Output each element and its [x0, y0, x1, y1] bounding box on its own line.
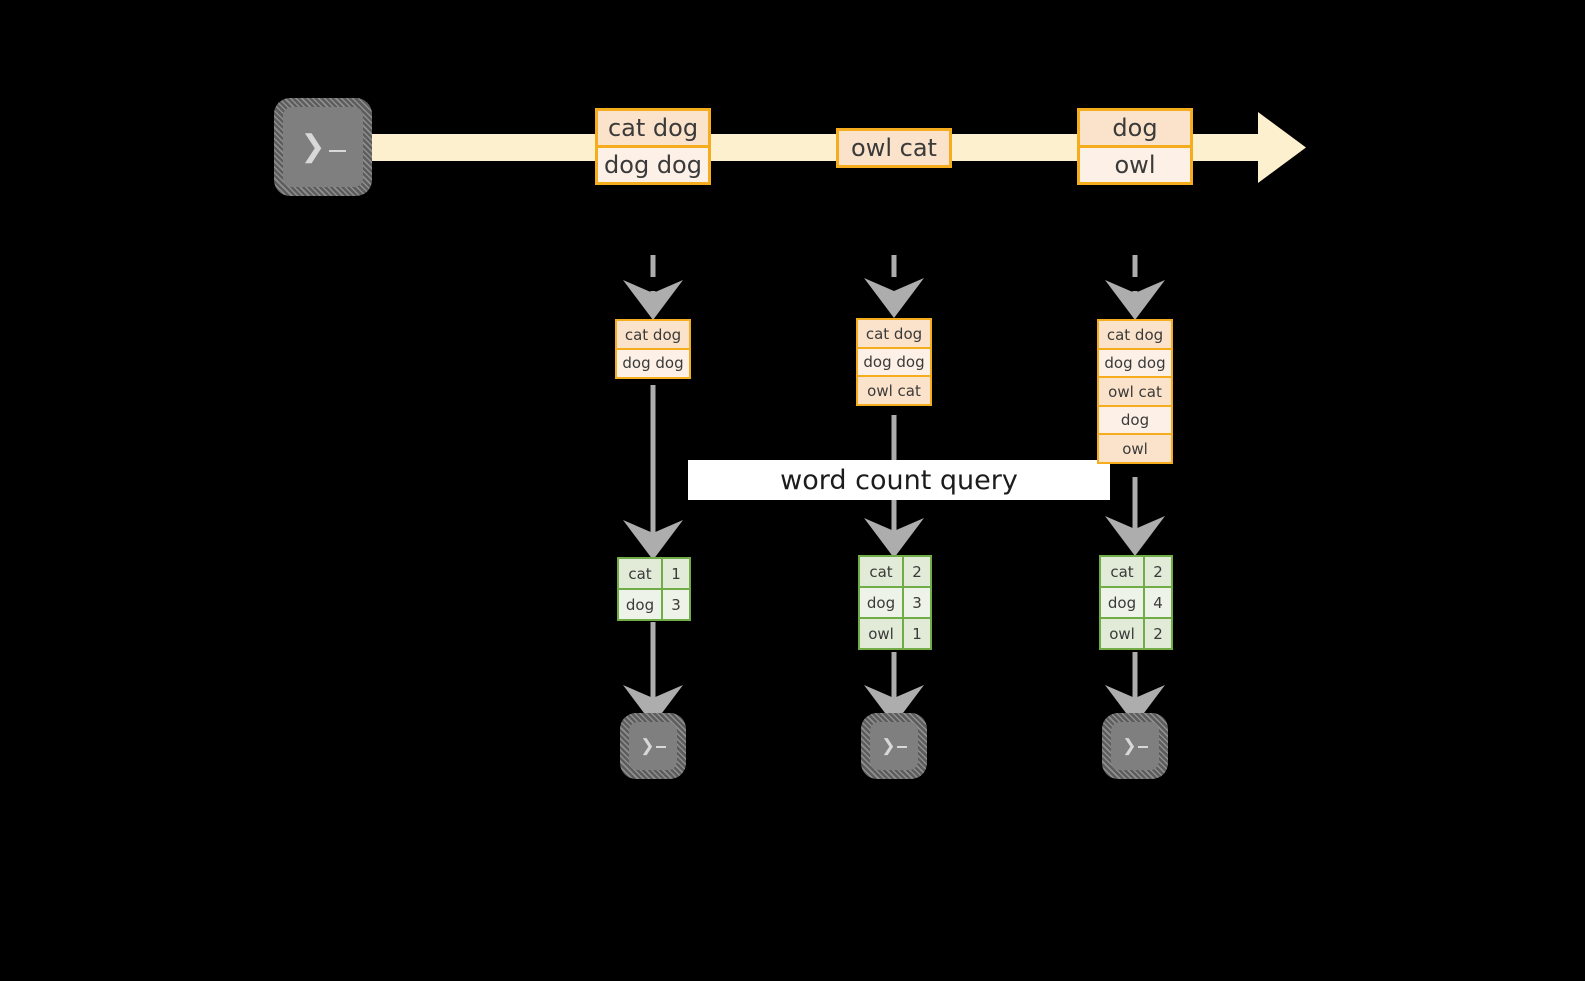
stream-group-3: dog owl	[1077, 108, 1193, 185]
terminal-prompt-glyph: ❯	[881, 737, 907, 755]
result-word: cat	[858, 555, 904, 588]
snapshot-stack-3: cat dog dog dog owl cat dog owl	[1097, 319, 1173, 464]
terminal-prompt-glyph: ❯	[640, 737, 666, 755]
result-count: 3	[661, 588, 691, 621]
result-count: 1	[902, 617, 932, 650]
terminal-body: ❯	[1111, 722, 1159, 770]
terminal-body: ❯	[629, 722, 677, 770]
result-word: cat	[617, 557, 663, 590]
snapshot-record: owl cat	[856, 375, 932, 406]
sink-arrows	[623, 622, 1165, 725]
table-row: owl 1	[858, 617, 932, 650]
table-row: dog 3	[617, 588, 691, 621]
stream-record: cat dog	[595, 108, 711, 148]
snapshot-record: dog dog	[615, 347, 691, 379]
result-word: dog	[858, 586, 904, 619]
result-word: dog	[617, 588, 663, 621]
terminal-prompt-glyph: ❯	[1122, 737, 1148, 755]
result-count: 2	[902, 555, 932, 588]
table-row: cat 1	[617, 557, 691, 590]
snapshot-stack-1: cat dog dog dog	[615, 319, 691, 379]
snapshot-record: owl cat	[1097, 376, 1173, 407]
table-row: owl 2	[1099, 617, 1173, 650]
snapshot-stack-2: cat dog dog dog owl cat	[856, 318, 932, 406]
sink-terminal-1-icon: ❯	[620, 713, 686, 779]
sink-terminal-2-icon: ❯	[861, 713, 927, 779]
result-table-3: cat 2 dog 4 owl 2	[1099, 555, 1173, 650]
table-row: cat 2	[1099, 555, 1173, 588]
result-table-2: cat 2 dog 3 owl 1	[858, 555, 932, 650]
terminal-prompt-glyph: ❯	[300, 132, 346, 162]
result-table-1: cat 1 dog 3	[617, 557, 691, 621]
word-count-query-text: word count query	[780, 464, 1018, 496]
table-row: cat 2	[858, 555, 932, 588]
terminal-body: ❯	[283, 107, 363, 187]
snapshot-record: dog dog	[856, 346, 932, 378]
snapshot-record: owl	[1097, 433, 1173, 464]
result-count: 4	[1143, 586, 1173, 619]
result-count: 3	[902, 586, 932, 619]
sink-terminal-3-icon: ❯	[1102, 713, 1168, 779]
snapshot-record: dog dog	[1097, 347, 1173, 379]
result-word: owl	[858, 617, 904, 650]
result-count: 2	[1143, 555, 1173, 588]
stream-record: owl	[1077, 145, 1193, 185]
result-count: 2	[1143, 617, 1173, 650]
snapshot-dashed-arrows	[623, 255, 1165, 320]
result-word: dog	[1099, 586, 1145, 619]
table-row: dog 3	[858, 586, 932, 619]
word-count-query-label: word count query	[688, 460, 1110, 500]
stream-record: owl cat	[836, 128, 952, 168]
stream-group-1: cat dog dog dog	[595, 108, 711, 185]
terminal-body: ❯	[870, 722, 918, 770]
snapshot-record: dog	[1097, 404, 1173, 436]
stream-record: dog	[1077, 108, 1193, 148]
snapshot-record: cat dog	[1097, 319, 1173, 350]
result-count: 1	[661, 557, 691, 590]
stream-group-2: owl cat	[836, 128, 952, 168]
snapshot-record: cat dog	[856, 318, 932, 349]
result-word: cat	[1099, 555, 1145, 588]
snapshot-record: cat dog	[615, 319, 691, 350]
table-row: dog 4	[1099, 586, 1173, 619]
source-terminal-icon: ❯	[274, 98, 372, 196]
stream-record: dog dog	[595, 145, 711, 185]
result-word: owl	[1099, 617, 1145, 650]
